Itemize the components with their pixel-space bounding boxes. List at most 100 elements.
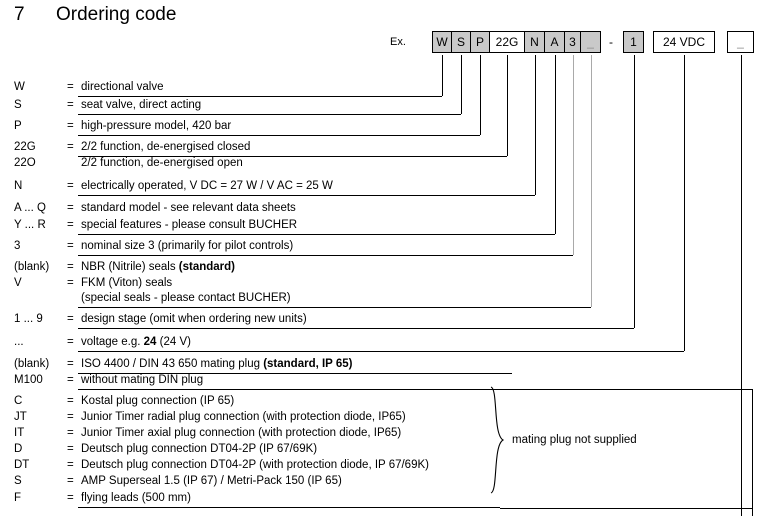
legend-key: 1 ... 9: [14, 313, 43, 325]
legend-row: P = high-pressure model, 420 bar: [0, 120, 758, 136]
legend-description: Deutsch plug connection DT04-2P (IP 67/6…: [81, 443, 318, 455]
legend-equals: =: [67, 99, 74, 111]
legend-description: NBR (Nitrile) seals (standard): [81, 261, 235, 273]
legend-row: W = directional valve: [0, 81, 758, 97]
leader-horizontal: [78, 389, 752, 390]
legend-row: C=Kostal plug connection (IP 65): [0, 395, 758, 411]
section-number: 7: [14, 4, 25, 25]
legend-description: AMP Superseal 1.5 (IP 67) / Metri-Pack 1…: [81, 475, 342, 487]
legend-row: F = flying leads (500 mm): [0, 492, 758, 508]
legend-row: N = electrically operated, V DC = 27 W / V…: [0, 180, 758, 196]
legend-row: V=FKM (Viton) seals: [0, 277, 758, 293]
legend-equals: =: [67, 240, 74, 252]
code-separator-dash: -: [609, 35, 613, 49]
leader-vertical: [684, 55, 685, 351]
leader-horizontal: [78, 96, 442, 97]
legend-equals: =: [67, 411, 74, 423]
legend-description: nominal size 3 (primarily for pilot cont…: [81, 240, 294, 252]
legend-row: S = AMP Superseal 1.5 (IP 67) / Metri-Pack…: [0, 475, 758, 491]
legend-key: S: [14, 475, 22, 487]
legend-key: F: [14, 492, 22, 504]
leader-horizontal: [78, 328, 634, 329]
legend-description: electrically operated, V DC = 27 W / V A…: [81, 180, 333, 192]
legend-description: high-pressure model, 420 bar: [81, 120, 232, 132]
code-box-3: 22G: [489, 31, 525, 53]
legend-equals: =: [67, 475, 74, 487]
leader-vertical: [573, 55, 574, 255]
leader-horizontal: [78, 114, 461, 115]
leader-horizontal: [78, 507, 500, 508]
legend-key: W: [14, 81, 25, 93]
legend-equals: =: [67, 459, 74, 471]
legend-description: ISO 4400 / DIN 43 650 mating plug (stand…: [81, 358, 352, 370]
leader-vertical: [741, 389, 742, 516]
legend-key: 3: [14, 240, 21, 252]
leader-horizontal: [78, 135, 480, 136]
legend-key: JT: [14, 411, 27, 423]
legend-desc-part: voltage e.g.: [81, 336, 144, 348]
code-box-7: _: [580, 31, 601, 53]
legend-description: special features - please consult BUCHER: [81, 219, 298, 231]
leader-vertical: [752, 389, 753, 516]
leader-horizontal: [78, 255, 573, 256]
legend-description: seat valve, direct acting: [81, 99, 202, 111]
legend-key: A ... Q: [14, 202, 46, 214]
leader-vertical: [591, 55, 592, 307]
legend-key: P: [14, 120, 22, 132]
legend-description: without mating DIN plug: [81, 374, 204, 386]
code-box-9: 24 VDC: [653, 31, 715, 53]
code-box-1: S: [451, 31, 471, 53]
legend-row: M100=without mating DIN plug: [0, 374, 758, 390]
legend-key: 22G: [14, 141, 36, 153]
legend-description: standard model - see relevant data sheet…: [81, 202, 296, 214]
leader-vertical: [741, 55, 742, 389]
legend-equals: =: [67, 81, 74, 93]
legend-row: S=seat valve, direct acting: [0, 99, 758, 115]
legend-equals: =: [67, 313, 74, 325]
leader-vertical: [535, 55, 536, 195]
legend-description: flying leads (500 mm): [81, 492, 191, 504]
legend-description: 2/2 function, de-energised closed: [81, 141, 251, 153]
leader-horizontal: [78, 307, 591, 308]
example-label: Ex.: [390, 36, 406, 48]
legend-row: 22G=2/2 function, de-energised closed: [0, 141, 758, 157]
curly-brace-icon: [490, 386, 505, 494]
legend-key: N: [14, 180, 23, 192]
legend-key: (blank): [14, 358, 50, 370]
legend-row: 1 ... 9=design stage (omit when ordering…: [0, 313, 758, 329]
leader-horizontal: [78, 156, 507, 157]
legend-equals: =: [67, 180, 74, 192]
leader-horizontal: [78, 195, 535, 196]
legend-desc-emphasis: (standard, IP 65): [263, 358, 353, 370]
legend-key: V: [14, 277, 22, 289]
leader-horizontal: [78, 351, 684, 352]
code-box-8: 1: [623, 31, 644, 53]
legend-row: (blank) = ISO 4400 / DIN 43 650 mating plu…: [0, 358, 758, 374]
legend-key: ...: [14, 336, 24, 348]
legend-description: directional valve: [81, 81, 164, 93]
legend-description: Deutsch plug connection DT04-2P (with pr…: [81, 459, 429, 471]
code-box-4: N: [524, 31, 545, 53]
legend-equals: =: [67, 202, 74, 214]
legend-equals: =: [67, 219, 74, 231]
legend-description: Kostal plug connection (IP 65): [81, 395, 235, 407]
legend-desc-emphasis: (standard): [178, 261, 235, 273]
legend-equals: =: [67, 492, 74, 504]
legend-desc-part: NBR (Nitrile) seals: [81, 261, 179, 273]
legend-row: ...=voltage e.g. 24 (24 V): [0, 336, 758, 352]
legend-row: (blank)=NBR (Nitrile) seals (standard): [0, 261, 758, 277]
leader-vertical: [555, 55, 556, 234]
legend-key: M100: [14, 374, 43, 386]
legend-description: Junior Timer radial plug connection (wit…: [81, 411, 406, 423]
legend-equals: =: [67, 443, 74, 455]
leader-horizontal: [78, 373, 512, 374]
legend-equals: =: [67, 358, 74, 370]
code-box-10: _: [727, 31, 754, 53]
legend-equals: =: [67, 120, 74, 132]
section-title: Ordering code: [56, 4, 177, 25]
legend-equals: =: [67, 261, 74, 273]
leader-vertical: [634, 55, 635, 328]
legend-desc-tail: (24 V): [156, 336, 191, 348]
